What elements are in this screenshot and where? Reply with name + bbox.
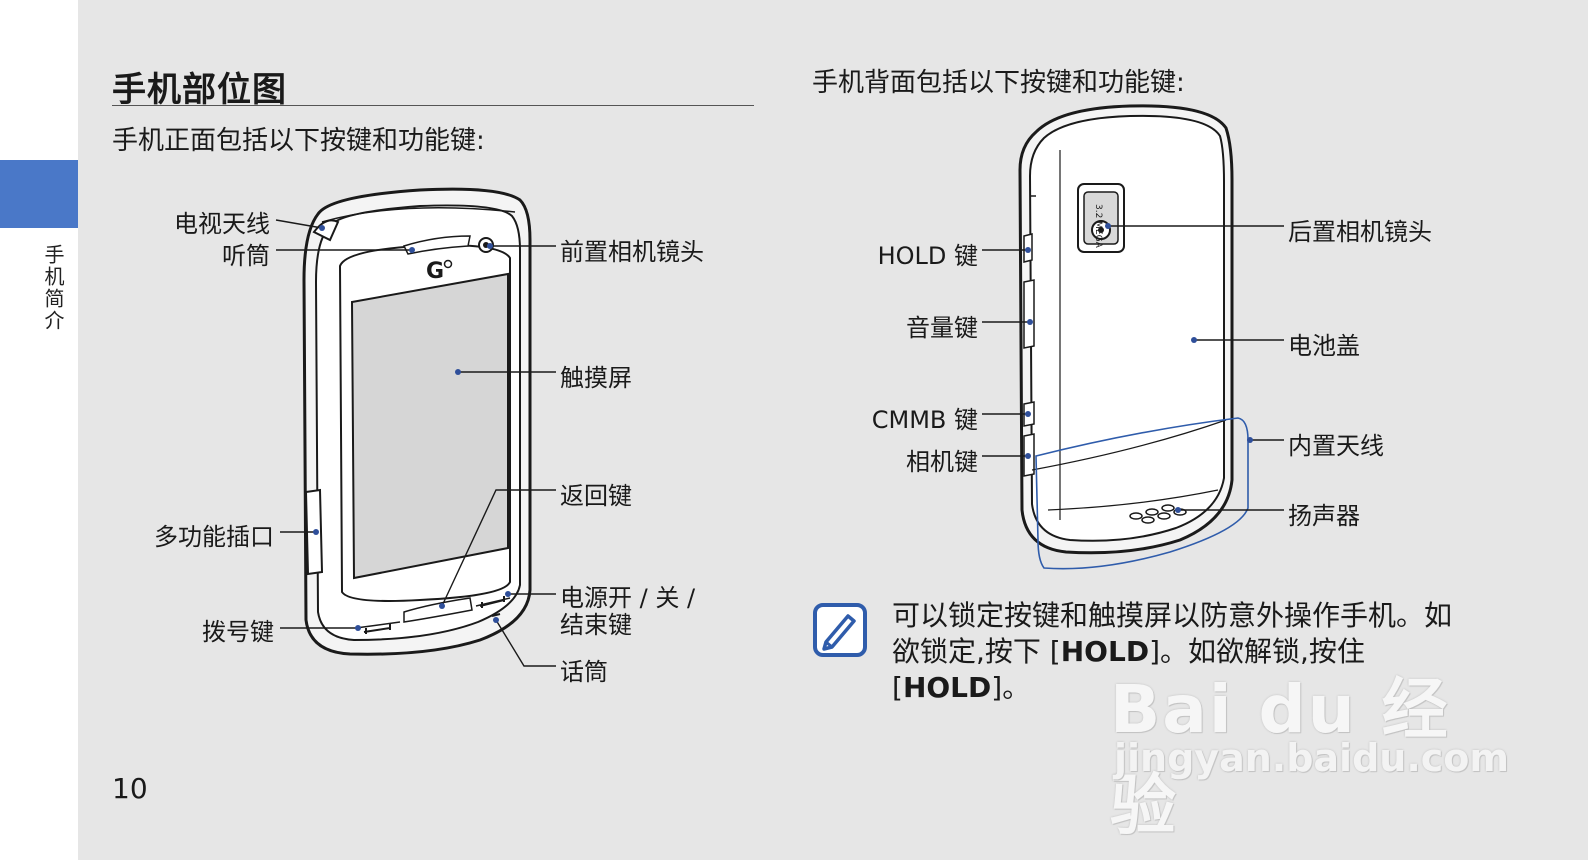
section-tab-marker xyxy=(0,160,78,228)
note-text: 可以锁定按键和触摸屏以防意外操作手机。如欲锁定,按下 [HOLD]。如欲解锁,按… xyxy=(892,598,1452,706)
front-leader-dots xyxy=(313,225,511,631)
note-pencil-icon xyxy=(813,603,867,657)
label-cmmb-key: CMMB 键 xyxy=(871,406,978,434)
front-intro: 手机正面包括以下按键和功能键: xyxy=(112,126,485,156)
camera-badge: 3.2 MEGA xyxy=(1093,204,1103,249)
back-intro: 手机背面包括以下按键和功能键: xyxy=(812,68,1185,98)
note-seg-1: 可以锁定按键和触摸屏以防意外操作手机。如欲锁定,按下 [ xyxy=(892,599,1453,668)
title-underline xyxy=(112,105,754,106)
label-hold-key: HOLD 键 xyxy=(877,242,978,270)
label-rear-camera: 后置相机镜头 xyxy=(1288,218,1432,246)
label-camera-key: 相机键 xyxy=(906,448,978,476)
label-back-key: 返回键 xyxy=(560,482,632,510)
note-hold-key-2: HOLD xyxy=(902,671,992,704)
label-earpiece: 听筒 xyxy=(222,242,270,270)
front-phone-illustration xyxy=(302,187,532,656)
label-power-end-key-line1: 电源开 / 关 / xyxy=(560,584,696,612)
label-dial-key: 拨号键 xyxy=(202,618,274,646)
label-microphone: 话筒 xyxy=(560,658,608,686)
note-seg-5: ]。 xyxy=(991,671,1031,704)
label-touchscreen: 触摸屏 xyxy=(560,364,632,392)
note-hold-key-1: HOLD xyxy=(1060,635,1150,668)
label-battery-cover: 电池盖 xyxy=(1288,332,1360,360)
note-seg-3: ]。如欲解锁,按住 [ xyxy=(892,635,1365,704)
speaker-holes-icon xyxy=(1129,504,1187,524)
label-tv-antenna: 电视天线 xyxy=(174,210,270,238)
front-leader-lines xyxy=(275,219,556,667)
label-power-end-key-line2: 结束键 xyxy=(560,611,632,639)
page-title: 手机部位图 xyxy=(112,70,287,110)
back-leader-dots xyxy=(1025,223,1253,513)
internal-antenna-outline xyxy=(1035,417,1249,570)
section-label: 手机简介 xyxy=(41,244,65,332)
label-speaker: 扬声器 xyxy=(1288,502,1360,530)
label-multifunction-jack: 多功能插口 xyxy=(154,523,274,551)
label-volume-key: 音量键 xyxy=(906,314,978,342)
page-number: 10 xyxy=(112,772,148,805)
back-leader-lines xyxy=(982,225,1284,511)
label-internal-antenna: 内置天线 xyxy=(1288,432,1384,460)
back-phone-illustration xyxy=(1018,104,1234,555)
operator-logo: G xyxy=(426,259,444,284)
label-front-camera: 前置相机镜头 xyxy=(560,238,704,266)
